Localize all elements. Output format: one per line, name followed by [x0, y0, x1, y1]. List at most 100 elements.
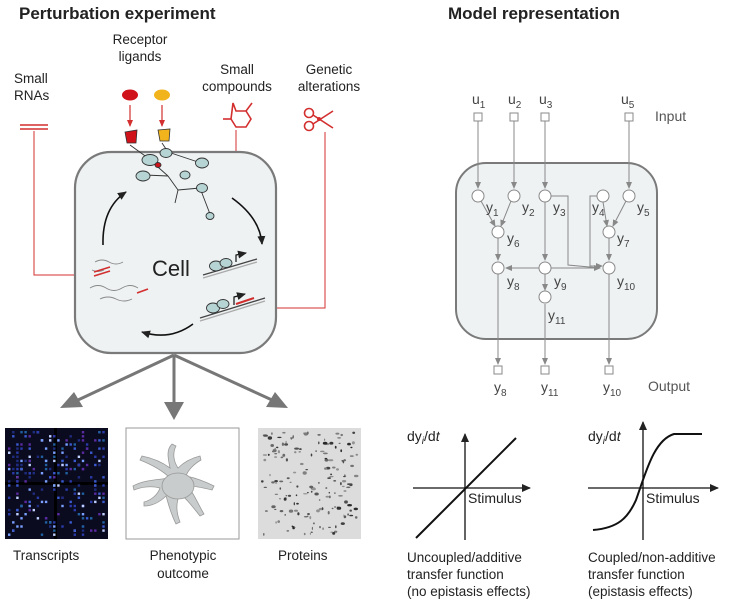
plot1-x-axis-label: Stimulus: [468, 490, 522, 506]
microarray-spot: [98, 439, 101, 442]
gel-spot: [279, 480, 284, 483]
microarray-spot: [94, 463, 97, 467]
microarray-spot: [102, 529, 105, 532]
microarray-spot: [16, 463, 19, 467]
node-y4: y4: [592, 199, 605, 219]
microarray-spot: [98, 431, 101, 434]
microarray-spot: [28, 476, 31, 479]
microarray-spot: [98, 496, 101, 499]
model-cell-body: [455, 162, 658, 340]
microarray-spot: [57, 463, 60, 467]
microarray-spot: [44, 500, 48, 504]
gel-spot: [293, 502, 295, 506]
microarray-spot: [77, 513, 81, 516]
microarray-spot: [81, 504, 85, 508]
gel-spot: [353, 507, 358, 511]
transfer-plot-sigmoid: [588, 421, 719, 540]
microarray-spot: [102, 455, 105, 458]
gel-spot: [274, 508, 277, 510]
microarray-spot: [16, 484, 19, 487]
gel-spot: [264, 510, 268, 512]
gel-spot: [309, 532, 311, 535]
microarray-spot: [57, 513, 60, 516]
microarray-spot: [8, 467, 11, 471]
microarray-spot: [90, 476, 93, 479]
gel-spot: [347, 442, 351, 446]
gel-spot: [312, 522, 315, 525]
microarray-spot: [49, 439, 52, 442]
gel-spot: [275, 521, 277, 524]
microarray-spot: [16, 459, 19, 463]
microarray-spot: [28, 508, 31, 512]
plot2-caption-line1: Coupled/non-additive: [588, 550, 716, 565]
label-transcripts: Transcripts: [13, 548, 80, 563]
left-panel-title: Perturbation experiment: [19, 4, 216, 23]
label-proteins: Proteins: [278, 548, 328, 563]
microarray-spot: [85, 443, 89, 446]
microarray-spot: [65, 443, 68, 446]
microarray-spot: [102, 431, 105, 434]
gel-spot: [343, 490, 347, 492]
microarray-spot: [53, 451, 56, 454]
gel-spot: [333, 530, 338, 533]
microarray-spot: [94, 484, 97, 487]
microarray-spot: [73, 459, 76, 463]
input-u5: u5: [621, 91, 635, 111]
microarray-spot: [98, 513, 101, 516]
gel-spot: [327, 477, 331, 479]
microarray-spot: [28, 435, 31, 438]
microarray-spot: [44, 459, 48, 463]
receptor-proteins: [124, 128, 171, 144]
microarray-spot: [73, 508, 76, 512]
gel-spot: [316, 509, 320, 513]
gel-spot: [282, 431, 286, 434]
label-receptor-ligands-line2: ligands: [118, 49, 162, 64]
gel-spot: [279, 510, 284, 513]
label-receptor-ligands-line1: Receptor: [112, 32, 168, 47]
microarray-spot: [8, 513, 11, 516]
microarray-spot: [44, 480, 48, 483]
microarray-spot: [49, 525, 52, 528]
gel-spot: [310, 490, 313, 493]
microarray-spot: [65, 439, 68, 442]
microarray-spot: [65, 455, 68, 458]
gel-spot: [294, 447, 299, 450]
microarray-spot: [36, 431, 40, 434]
microarray-spot: [98, 492, 101, 495]
node-y2: y2: [522, 199, 535, 219]
gel-spot: [271, 432, 273, 435]
microarray-spot: [16, 480, 19, 483]
plot1-caption-line1: Uncoupled/additive: [407, 550, 522, 565]
microarray-spot: [8, 463, 11, 467]
gel-spot: [355, 453, 359, 456]
plot2-x-axis-label: Stimulus: [646, 490, 700, 506]
microarray-spot: [20, 431, 23, 434]
microarray-spot: [57, 484, 60, 487]
microarray-spot: [16, 472, 19, 475]
microarray-spot: [57, 472, 60, 475]
gel-spot: [277, 520, 281, 523]
gel-spot: [350, 446, 353, 449]
microarray-spot: [28, 504, 31, 508]
gel-spot: [353, 474, 359, 478]
microarray-spot: [81, 431, 85, 434]
gel-spot: [323, 452, 328, 455]
microarray-spot: [44, 467, 48, 471]
microarray-spot: [20, 443, 23, 446]
gel-spot: [347, 504, 352, 507]
microarray-spot: [65, 467, 68, 471]
microarray-spot: [98, 447, 101, 450]
node-y1: y1: [486, 199, 499, 219]
microarray-spot: [90, 529, 93, 532]
input-u1: u1: [472, 91, 486, 111]
gel-spot: [338, 495, 343, 497]
microarray-spot: [16, 508, 19, 512]
gel-spot: [311, 487, 316, 491]
label-phenotypic-line2: outcome: [157, 566, 209, 581]
output-y10: y10: [603, 379, 622, 399]
gel-spot: [318, 441, 320, 445]
microarray-spot: [73, 467, 76, 471]
ligand-red-icon: [122, 89, 138, 101]
gel-spot: [294, 451, 297, 454]
label-phenotypic-line1: Phenotypic: [149, 548, 217, 563]
